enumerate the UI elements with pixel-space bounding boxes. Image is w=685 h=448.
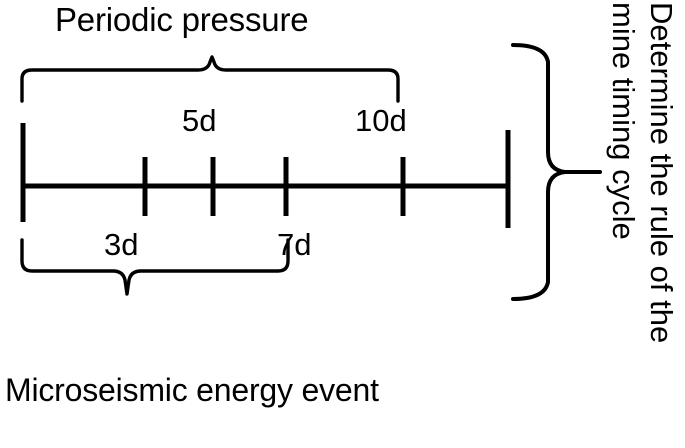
tick-label-5d: 5d — [182, 103, 217, 138]
top-brace — [20, 55, 400, 103]
tick-label-7d: 7d — [277, 227, 312, 262]
right-brace — [511, 43, 602, 301]
bottom-bracket-label-line1: Microseismic energy event — [5, 372, 379, 409]
bottom-bracket-label: Microseismic energy event aggregation pe… — [5, 303, 379, 448]
bottom-brace — [20, 238, 290, 296]
top-bracket-label: Periodic pressure — [55, 1, 309, 38]
tick-label-3d: 3d — [104, 227, 139, 262]
tick-label-10d: 10d — [355, 103, 407, 138]
